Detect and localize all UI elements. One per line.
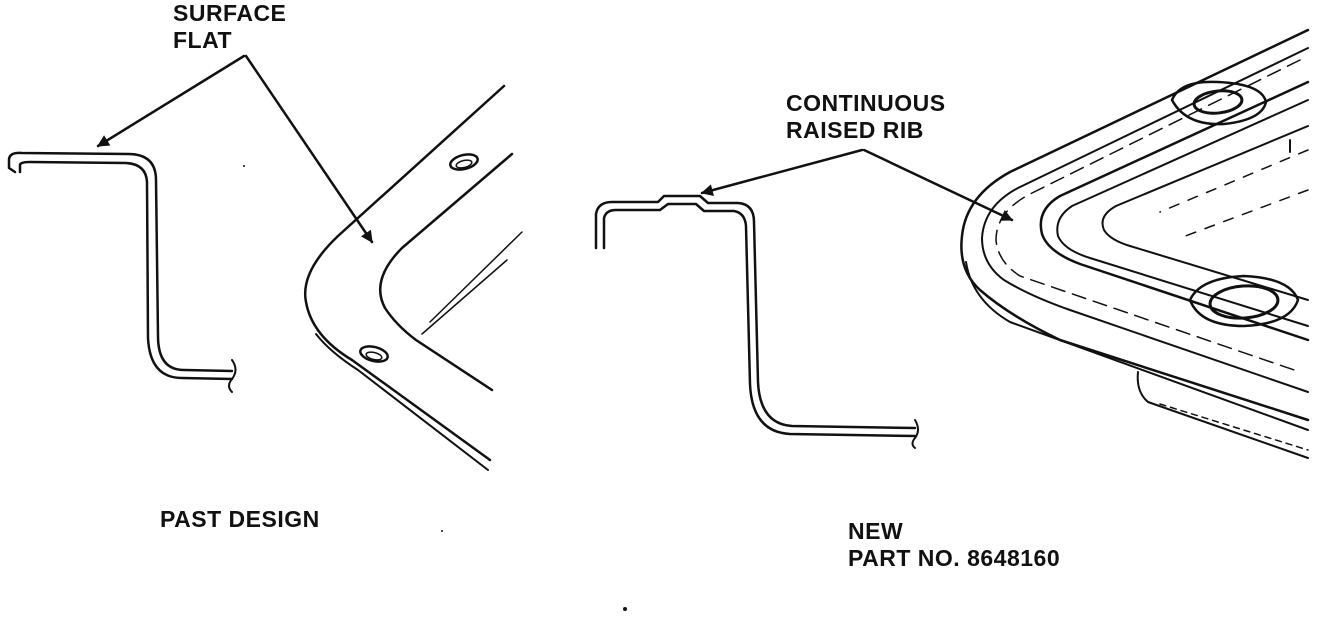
bolt-hole-icon	[1192, 89, 1244, 115]
surface-flat-callout-arrows	[96, 54, 374, 244]
surface-flat-label-line2: FLAT	[173, 27, 233, 53]
continuous-raised-rib-label-line2: RAISED RIB	[786, 117, 924, 143]
surface-flat-label: SURFACE FLAT	[173, 0, 286, 54]
scan-specks	[243, 165, 627, 611]
new-design-gasket-corner	[960, 28, 1310, 459]
past-design-caption: PAST DESIGN	[160, 506, 320, 532]
raised-rib-callout-arrows	[700, 148, 1014, 222]
bolt-hole-icon	[449, 153, 479, 171]
new-part-caption-line1: NEW	[848, 518, 904, 544]
surface-flat-label-line1: SURFACE	[173, 0, 287, 26]
bolt-hole-icon	[359, 345, 389, 363]
continuous-raised-rib-label: CONTINUOUS RAISED RIB	[786, 90, 946, 144]
continuous-raised-rib-label-line1: CONTINUOUS	[786, 90, 946, 116]
bolt-hole-icon	[1208, 284, 1280, 320]
past-design-section-profile	[7, 151, 237, 393]
new-part-caption: NEW PART NO. 8648160	[848, 518, 1060, 572]
past-design-gasket-corner	[303, 84, 523, 471]
new-design-section-profile	[594, 194, 919, 449]
new-part-caption-line2: PART NO. 8648160	[848, 545, 1061, 571]
